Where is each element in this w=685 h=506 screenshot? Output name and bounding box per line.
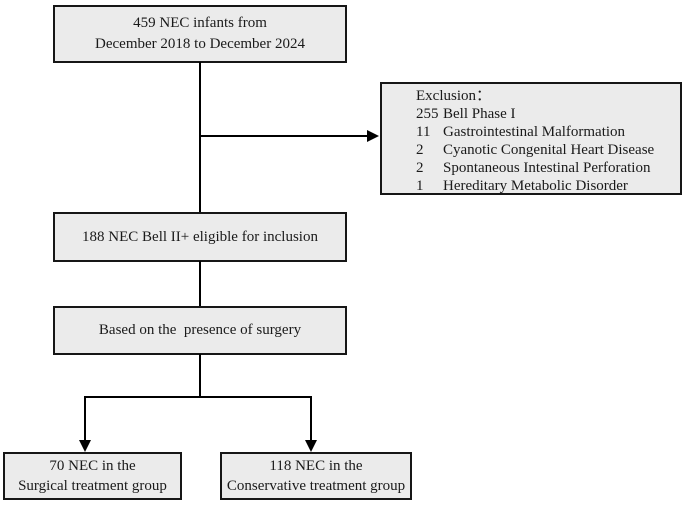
conservative-group-line-2: Conservative treatment group bbox=[226, 478, 406, 494]
connector-top-vertical bbox=[199, 62, 201, 212]
exclusion-header: Exclusion： bbox=[416, 88, 491, 104]
exclusion-box: Exclusion： 255 Bell Phase I 11 Gastroint… bbox=[380, 82, 682, 195]
arrowhead-down-left-icon bbox=[79, 440, 91, 452]
exclusion-count: 11 bbox=[416, 124, 431, 140]
exclusion-count: 1 bbox=[416, 178, 424, 194]
surgical-group-line-1: 70 NEC in the bbox=[49, 458, 136, 474]
connector-branch-horizontal bbox=[84, 396, 312, 398]
exclusion-row-cyanotic-congenital-heart-disease: 2 Cyanotic Congenital Heart Disease bbox=[416, 141, 676, 159]
connector-exclusion-horizontal bbox=[200, 135, 368, 137]
conservative-group-line-1: 118 NEC in the bbox=[269, 458, 363, 474]
connector-branch-right-vertical bbox=[310, 396, 312, 441]
conservative-group-box: 118 NEC in the Conservative treatment gr… bbox=[220, 452, 412, 500]
connector-lower-vertical bbox=[199, 354, 201, 398]
connector-branch-left-vertical bbox=[84, 396, 86, 441]
exclusion-count: 2 bbox=[416, 160, 424, 176]
exclusion-label: Gastrointestinal Malformation bbox=[443, 124, 626, 140]
surgery-split-box: Based on the presence of surgery bbox=[53, 306, 347, 355]
arrowhead-down-right-icon bbox=[305, 440, 317, 452]
exclusion-count: 255 bbox=[416, 106, 439, 122]
exclusion-row-bell-phase-1: 255 Bell Phase I bbox=[416, 105, 676, 123]
surgical-group-box: 70 NEC in the Surgical treatment group bbox=[3, 452, 182, 500]
arrowhead-right-icon bbox=[367, 130, 379, 142]
eligible-line-1: 188 NEC Bell II+ eligible for inclusion bbox=[82, 228, 318, 245]
exclusion-row-spontaneous-intestinal-perforation: 2 Spontaneous Intestinal Perforation bbox=[416, 159, 676, 177]
enrollment-line-2: December 2018 to December 2024 bbox=[95, 36, 305, 52]
exclusion-label: Spontaneous Intestinal Perforation bbox=[443, 160, 651, 176]
enrollment-line-1: 459 NEC infants from bbox=[133, 15, 267, 31]
eligible-box: 188 NEC Bell II+ eligible for inclusion bbox=[53, 212, 347, 262]
connector-mid-vertical bbox=[199, 261, 201, 306]
exclusion-label: Cyanotic Congenital Heart Disease bbox=[443, 142, 655, 158]
surgery-split-line-1: Based on the presence of surgery bbox=[98, 322, 302, 338]
surgical-group-line-2: Surgical treatment group bbox=[18, 478, 167, 494]
exclusion-count: 2 bbox=[416, 142, 424, 158]
exclusion-row-gastrointestinal-malformation: 11 Gastrointestinal Malformation bbox=[416, 123, 676, 141]
exclusion-label: Bell Phase I bbox=[443, 106, 516, 122]
exclusion-row-hereditary-metabolic-disorder: 1 Hereditary Metabolic Disorder bbox=[416, 177, 676, 195]
exclusion-label: Hereditary Metabolic Disorder bbox=[443, 178, 628, 194]
enrollment-box: 459 NEC infants from December 2018 to De… bbox=[53, 5, 347, 63]
